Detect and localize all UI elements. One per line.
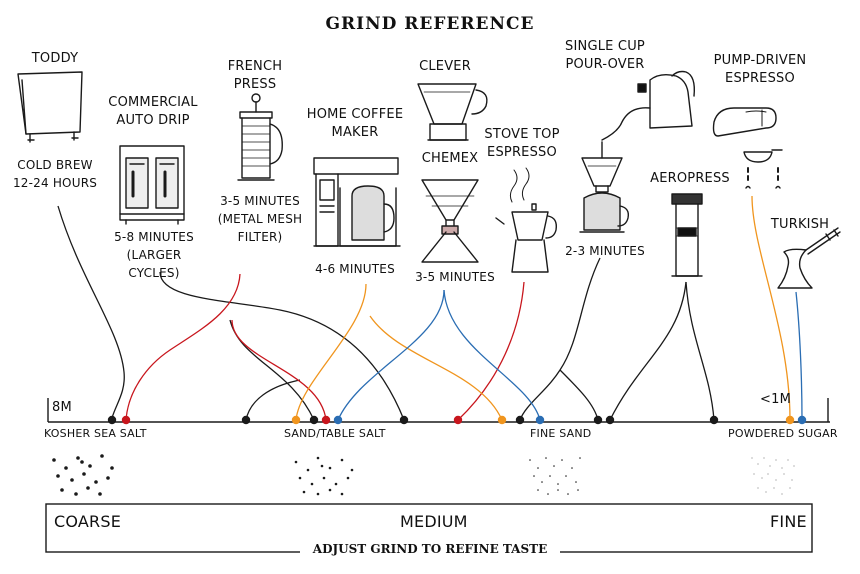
chemex-label: CHEMEX [410,150,490,168]
french-press-name: FRENCH PRESS [227,59,283,92]
auto-drip-detail-1: 5-8 MINUTES [114,230,194,244]
toddy-detail-1: COLD BREW [17,158,93,172]
french-press-detail-1: 3-5 MINUTES [220,194,300,208]
chemex-detail-1: 3-5 MINUTES [415,270,495,284]
pour-over-label: SINGLE CUP POUR-OVER [560,38,650,74]
french-press-label: FRENCH PRESS [205,58,305,94]
grind-scale [47,398,830,423]
auto-drip-name-2: AUTO DRIP [116,113,190,128]
french-press-icon [237,93,283,181]
dot-aeropress-fine [709,415,719,425]
dot-chemex-coarse [333,415,343,425]
toddy-label: TODDY [20,50,90,68]
home-coffee-maker-icon [313,157,401,247]
scale-dots [107,415,807,425]
chemex-name: CHEMEX [421,151,479,166]
auto-drip-icon [119,145,185,225]
ref-kosher-salt: KOSHER SEA SALT [44,427,147,440]
pour-over-icon [579,70,696,233]
dot-french-press-coarse [241,415,251,425]
stove-top-name-2: ESPRESSO [487,145,557,160]
french-press-detail-2: (METAL MESH [217,212,303,226]
espresso-machine-icon [712,107,783,189]
toddy-name: TODDY [31,51,79,66]
stove-top-espresso-icon [495,167,558,273]
turkish-label: TURKISH [765,216,835,234]
ref-fine-sand: FINE SAND [530,427,592,440]
home-coffee-maker-label: HOME COFFEE MAKER [300,106,410,142]
espresso-label: PUMP-DRIVEN ESPRESSO [710,52,810,88]
home-coffee-maker-name-2: MAKER [331,125,379,140]
french-press-detail-3: FILTER) [237,230,283,244]
pour-over-detail-1: 2-3 MINUTES [565,244,645,258]
scale-size-fine: <1M [760,392,791,407]
dot-chemex-fine [535,415,545,425]
stove-top-name-1: STOVE TOP [484,127,560,142]
dot-red-medium [321,415,331,425]
chemex-detail: 3-5 MINUTES [405,268,505,286]
dot-black-medium [309,415,319,425]
espresso-name-1: PUMP-DRIVEN [713,53,807,68]
scale-size-coarse: 8M [52,400,72,415]
french-press-detail: 3-5 MINUTES (METAL MESH FILTER) [210,192,310,246]
aeropress-label: AEROPRESS [645,170,735,188]
ref-table-salt: SAND/TABLE SALT [284,427,386,440]
home-coffee-maker-name-1: HOME COFFEE [306,107,404,122]
clever-name: CLEVER [419,59,471,74]
grind-samples [52,454,795,496]
sample-fine-sand [529,457,581,495]
pour-over-name-2: POUR-OVER [565,57,645,72]
bar-coarse: COARSE [54,512,122,531]
bar-medium: MEDIUM [400,512,468,531]
auto-drip-label: COMMERCIAL AUTO DRIP [108,94,198,130]
toddy-icon [17,71,83,143]
ref-powdered-sugar: POWDERED SUGAR [728,427,838,440]
coarse-fine-bar [45,503,813,558]
footer-note: ADJUST GRIND TO REFINE TASTE [312,542,548,556]
dot-pour-over-fine [593,415,603,425]
chemex-icon [421,179,479,263]
espresso-name-2: ESPRESSO [725,71,795,86]
stove-top-label: STOVE TOP ESPRESSO [482,126,562,162]
clever-label: CLEVER [410,58,480,76]
aeropress-icon [671,193,703,277]
home-coffee-maker-detail-1: 4-6 MINUTES [315,262,395,276]
sample-powdered-sugar [751,457,795,495]
dot-aeropress-coarse [605,415,615,425]
auto-drip-name-1: COMMERCIAL [108,95,198,110]
dot-stove-top [453,415,463,425]
auto-drip-detail-2: (LARGER CYCLES) [126,248,182,280]
dot-espresso [785,415,795,425]
auto-drip-detail: 5-8 MINUTES (LARGER CYCLES) [104,228,204,282]
dot-home-maker-fine [497,415,507,425]
diagram-title: GRIND REFERENCE [325,14,535,34]
toddy-detail-2: 12-24 HOURS [12,176,98,190]
turkish-cezve-icon [777,227,841,289]
pour-over-name-1: SINGLE CUP [565,39,645,54]
sample-table-salt [294,456,354,496]
dot-home-maker-coarse [291,415,301,425]
dot-black-medium-2 [399,415,409,425]
clever-icon [417,83,488,141]
dot-pour-over-coarse [515,415,525,425]
pour-over-detail: 2-3 MINUTES [555,242,655,260]
dot-toddy [107,415,117,425]
bar-fine: FINE [770,512,807,531]
connector-lines [57,195,803,421]
sample-kosher-salt [52,454,114,496]
toddy-detail: COLD BREW 12-24 HOURS [10,156,100,192]
home-coffee-maker-detail: 4-6 MINUTES [305,260,405,278]
turkish-name: TURKISH [770,217,830,232]
aeropress-name: AEROPRESS [650,171,730,186]
dot-turkish [797,415,807,425]
dot-auto-drip [121,415,131,425]
